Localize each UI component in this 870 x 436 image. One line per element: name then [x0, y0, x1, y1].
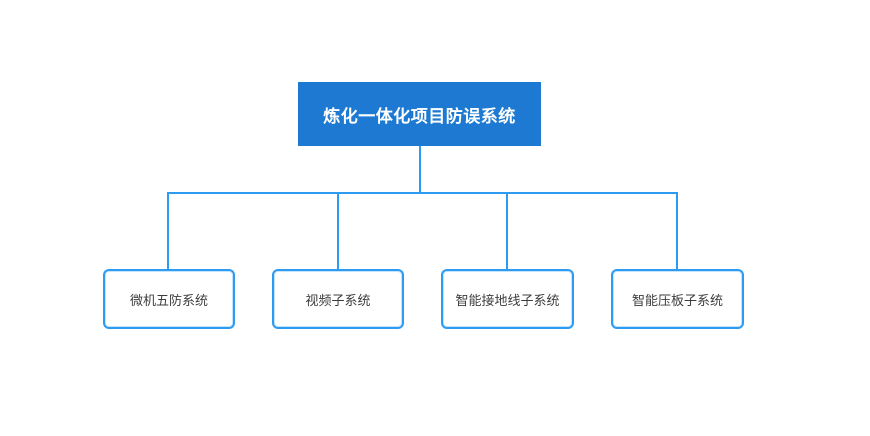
connector-branch-1 [167, 192, 169, 270]
connector-branch-3 [506, 192, 508, 270]
child-node-wujifang[interactable]: 微机五防系统 [103, 269, 235, 329]
root-node[interactable]: 炼化一体化项目防误系统 [298, 82, 541, 146]
child-node-pressure-plate[interactable]: 智能压板子系统 [611, 269, 744, 329]
child-node-video[interactable]: 视频子系统 [272, 269, 404, 329]
connector-horizontal-bus [167, 192, 678, 194]
root-node-label: 炼化一体化项目防误系统 [323, 106, 516, 126]
child-node-label: 微机五防系统 [129, 292, 208, 308]
child-node-label: 视频子系统 [305, 292, 371, 308]
connector-branch-4 [676, 192, 678, 270]
connector-root-stub [419, 146, 421, 193]
connector-branch-2 [337, 192, 339, 270]
child-node-label: 智能接地线子系统 [455, 292, 560, 308]
child-node-label: 智能压板子系统 [631, 292, 723, 308]
child-node-grounding-wire[interactable]: 智能接地线子系统 [441, 269, 574, 329]
